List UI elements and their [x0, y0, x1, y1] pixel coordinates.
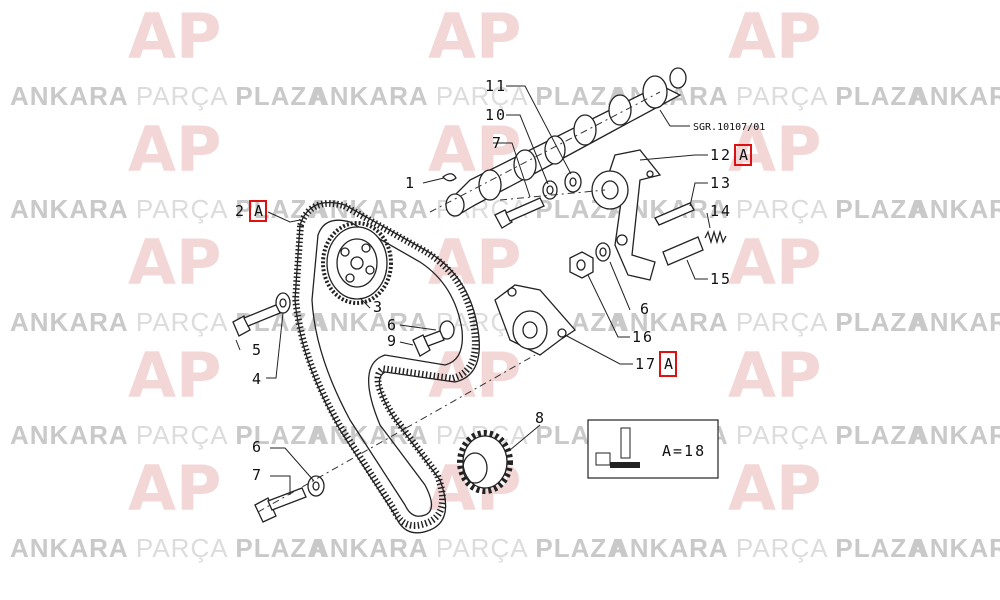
watermark-text: ANKARA PARÇA PLAZA: [910, 194, 1000, 224]
washer-11: [564, 171, 582, 193]
callout-10: 10: [485, 106, 507, 124]
camshaft: [445, 67, 687, 217]
watermark-logo: AP: [128, 339, 221, 412]
watermark-text: ANKARA PARÇA PLAZA: [910, 81, 1000, 111]
watermark-text: ANKARA PARÇA PLAZA: [310, 307, 627, 337]
callout-3: 3: [373, 298, 384, 316]
tensioner-pin: [662, 236, 704, 266]
legend-base-icon: [610, 462, 640, 468]
legend-box: A=18: [587, 419, 719, 479]
watermark-logo: AP: [428, 0, 521, 73]
axis-lines: [257, 91, 661, 513]
watermark-text: ANKARA PARÇA PLAZA: [310, 420, 627, 450]
watermark-text: ANKARA PARÇA PLAZA: [910, 533, 1000, 563]
leader-lines: [235, 85, 711, 495]
watermark-text: ANKARA PARÇA PLAZA: [10, 81, 327, 111]
variant-mark-12: A: [739, 146, 750, 164]
camshaft-pulley: [321, 221, 393, 305]
watermark-text: ANKARA PARÇA PLAZA: [310, 533, 627, 563]
variant-marks: A A A: [249, 144, 752, 377]
watermark-text: ANKARA PARÇA PLAZA: [10, 307, 327, 337]
tensioner-stud: [654, 202, 695, 226]
legend-text: A=18: [662, 442, 706, 460]
watermark-logo: AP: [428, 226, 521, 299]
callout-6-lower: 6: [252, 438, 263, 456]
watermark-text: ANKARA PARÇA PLAZA: [10, 420, 327, 450]
callout-16: 16: [632, 328, 654, 346]
highlight-box-17: [659, 351, 677, 377]
callout-5: 5: [252, 341, 263, 359]
highlight-box-2: [249, 200, 267, 222]
watermark-logo: AP: [128, 452, 221, 525]
washer-6-mid: [439, 320, 455, 340]
watermark-logo: AP: [128, 113, 221, 186]
watermark-text: ANKARA PARÇA PLAZA: [610, 533, 927, 563]
callout-13: 13: [710, 174, 732, 192]
callout-12: 12: [710, 146, 732, 164]
tensioner-pulley: [494, 284, 576, 356]
callout-9: 9: [387, 332, 398, 350]
watermark-text: ANKARA PARÇA PLAZA: [910, 307, 1000, 337]
variant-mark-2: A: [254, 202, 265, 220]
callout-17: 17: [635, 355, 657, 373]
callout-11: 11: [485, 77, 507, 95]
callout-8: 8: [535, 409, 546, 427]
bolt-7-upper: [494, 197, 545, 229]
callout-6-mid: 6: [387, 316, 398, 334]
watermark-text: ANKARA PARÇA PLAZA: [10, 533, 327, 563]
callouts: 1 2 3 4 5 6 6 6 7 7 8 9 10 11 12 13 14 1…: [235, 77, 765, 484]
watermark-logo: AP: [728, 226, 821, 299]
diagram-reference: SGR.10107/01: [693, 122, 765, 133]
washer-10: [542, 180, 558, 200]
tensioner-assembly: [591, 149, 662, 281]
variant-mark-17: A: [664, 355, 675, 373]
watermark-text: ANKARA PARÇA PLAZA: [910, 420, 1000, 450]
washer-6-upper: [595, 242, 611, 262]
legend-pin-icon: [620, 427, 631, 459]
callout-1: 1: [405, 174, 416, 192]
watermark-logo: AP: [728, 0, 821, 73]
watermark-logo: AP: [128, 226, 221, 299]
callout-4: 4: [252, 370, 263, 388]
tensioner-spring: [704, 229, 727, 245]
watermark-logo: AP: [728, 452, 821, 525]
watermark-logo: AP: [728, 339, 821, 412]
callout-7-lower: 7: [252, 466, 263, 484]
washer-6-lower: [307, 475, 325, 497]
crankshaft-sprocket: [457, 430, 513, 494]
nut-16: [569, 251, 594, 279]
watermark-text: ANKARA PARÇA PLAZA: [310, 81, 627, 111]
callout-2: 2: [235, 202, 246, 220]
bolt-9: [412, 330, 445, 357]
watermark-text: ANKARA PARÇA PLAZA: [10, 194, 327, 224]
bolt-7-lower: [254, 487, 307, 523]
legend-block-icon: [595, 452, 611, 466]
highlight-box-12: [734, 144, 752, 166]
callout-15: 15: [710, 270, 732, 288]
callout-6-upper: 6: [640, 300, 651, 318]
watermark-logo: AP: [128, 0, 221, 73]
timing-belt: [292, 200, 480, 534]
bolt-5: [232, 304, 281, 337]
key-1: [442, 173, 457, 182]
callout-7-upper: 7: [492, 134, 503, 152]
watermark-logo: AP: [728, 113, 821, 186]
watermark-text: ANKARA PARÇA PLAZA: [610, 81, 927, 111]
watermark-text: ANKARA PARÇA PLAZA: [610, 307, 927, 337]
washer-4: [275, 292, 291, 314]
watermark-logo: AP: [428, 339, 521, 412]
callout-14: 14: [710, 202, 732, 220]
